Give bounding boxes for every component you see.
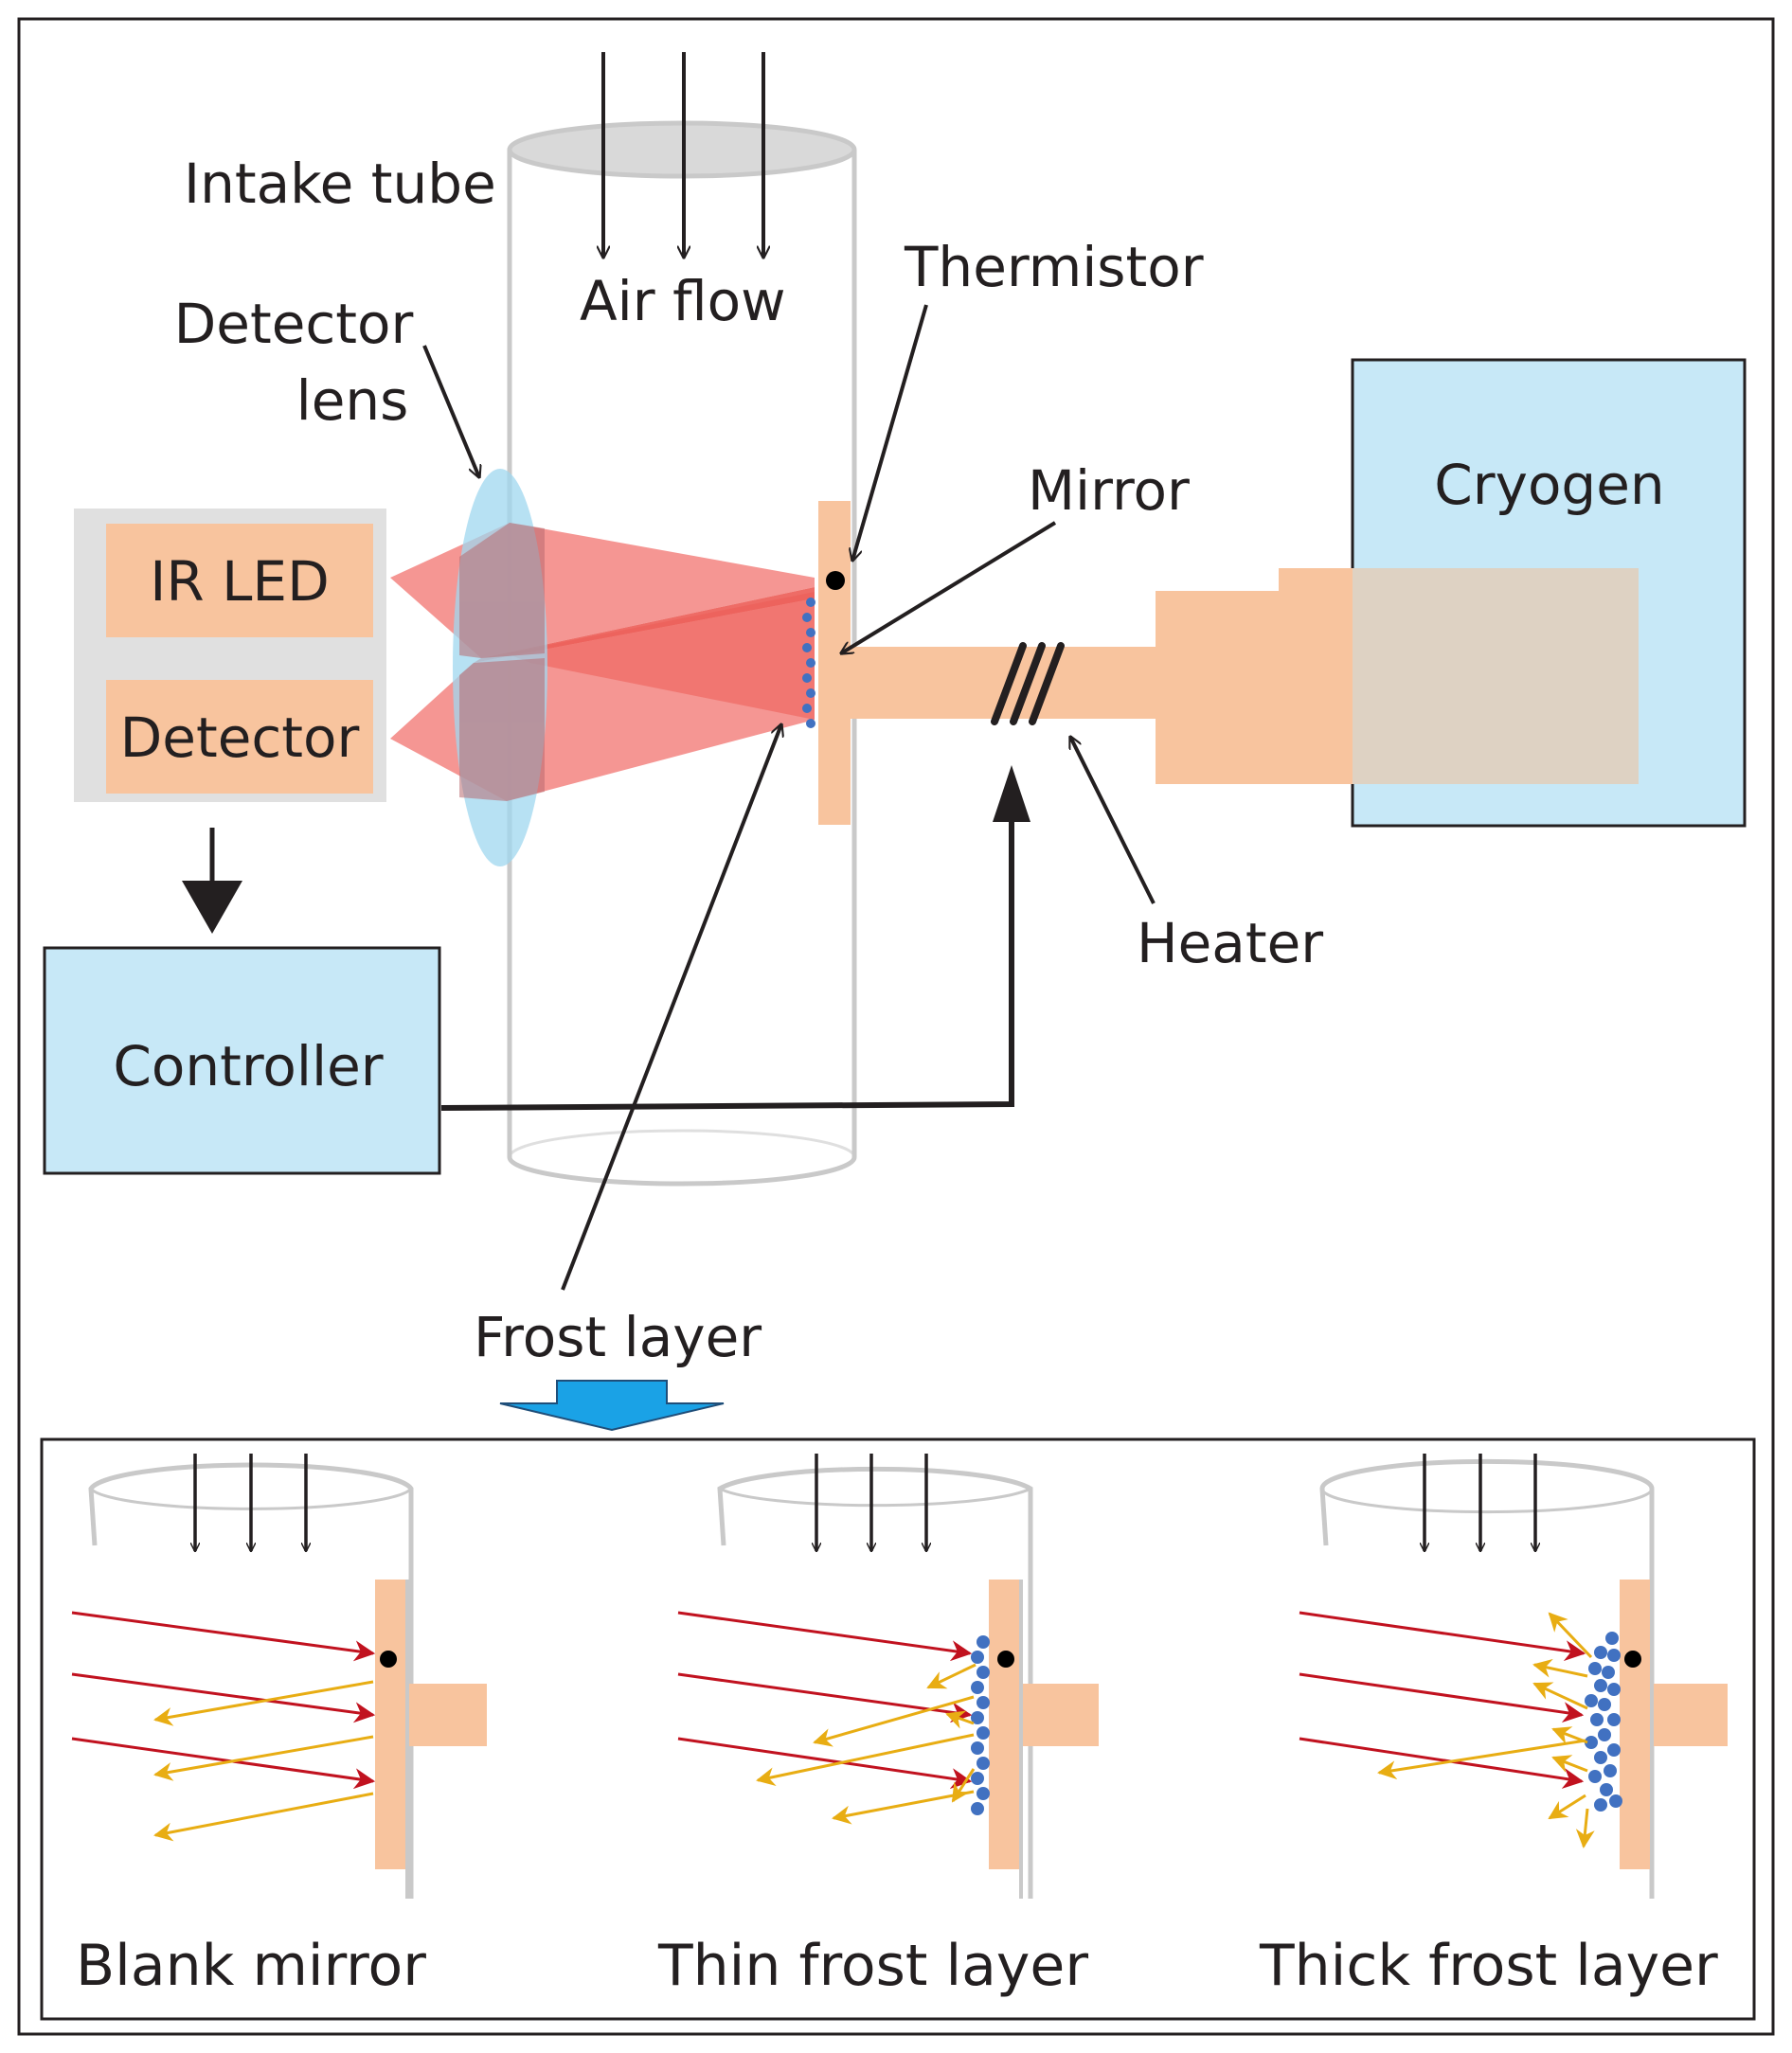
detector-label: Detector: [120, 705, 360, 770]
detector-box: [106, 680, 373, 794]
detector-lens-label-line1: Detector: [174, 292, 414, 356]
thermistor-label: Thermistor: [904, 235, 1204, 299]
panel-thick-frost: Thick frost layer: [1259, 1454, 1728, 1999]
air-flow-arrows: [603, 52, 763, 258]
cold-finger-in-cryogen: [1353, 568, 1639, 784]
cryogen-label: Cryogen: [1434, 453, 1664, 517]
heater-coil: [991, 642, 1065, 725]
cold-finger: [818, 501, 1354, 825]
ir-led-box: [106, 524, 373, 637]
lens-beam-overlap: [459, 523, 545, 801]
thermistor-dot: [826, 571, 845, 590]
frost-dots-main: [802, 598, 815, 728]
label-pointers: [422, 304, 1156, 1291]
intake-tube-label: Intake tube: [184, 152, 496, 216]
panel-blank-mirror: Blank mirror: [71, 1454, 487, 1999]
frost-layer-label: Frost layer: [474, 1305, 762, 1369]
panel-thin-frost-label: Thin frost layer: [657, 1933, 1088, 1999]
detector-lens-label-line2: lens: [296, 368, 409, 433]
detector-to-controller-arrow: [182, 828, 242, 934]
controller-label: Controller: [113, 1034, 383, 1098]
controller-box: [43, 946, 441, 1175]
air-flow-label: Air flow: [580, 269, 786, 333]
bottom-panel-frame: [40, 1437, 1756, 2021]
heater-label: Heater: [1137, 911, 1323, 975]
panel-thin-frost: Thin frost layer: [657, 1454, 1099, 1999]
panel-blank-mirror-label: Blank mirror: [76, 1933, 426, 1999]
panel-arrow: [499, 1380, 725, 1432]
mirror-label: Mirror: [1028, 458, 1190, 523]
panel-thick-frost-label: Thick frost layer: [1259, 1933, 1718, 1999]
ir-led-label: IR LED: [150, 549, 329, 614]
